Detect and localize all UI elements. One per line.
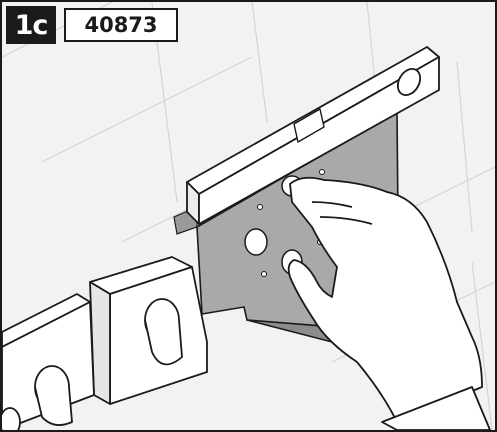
thermostat-block-icon: [2, 256, 208, 430]
step-number-badge: 1c: [6, 6, 56, 44]
product-code-label: 40873: [64, 8, 178, 42]
hand-icon: [287, 176, 491, 430]
spirit-level-icon: [186, 46, 440, 225]
